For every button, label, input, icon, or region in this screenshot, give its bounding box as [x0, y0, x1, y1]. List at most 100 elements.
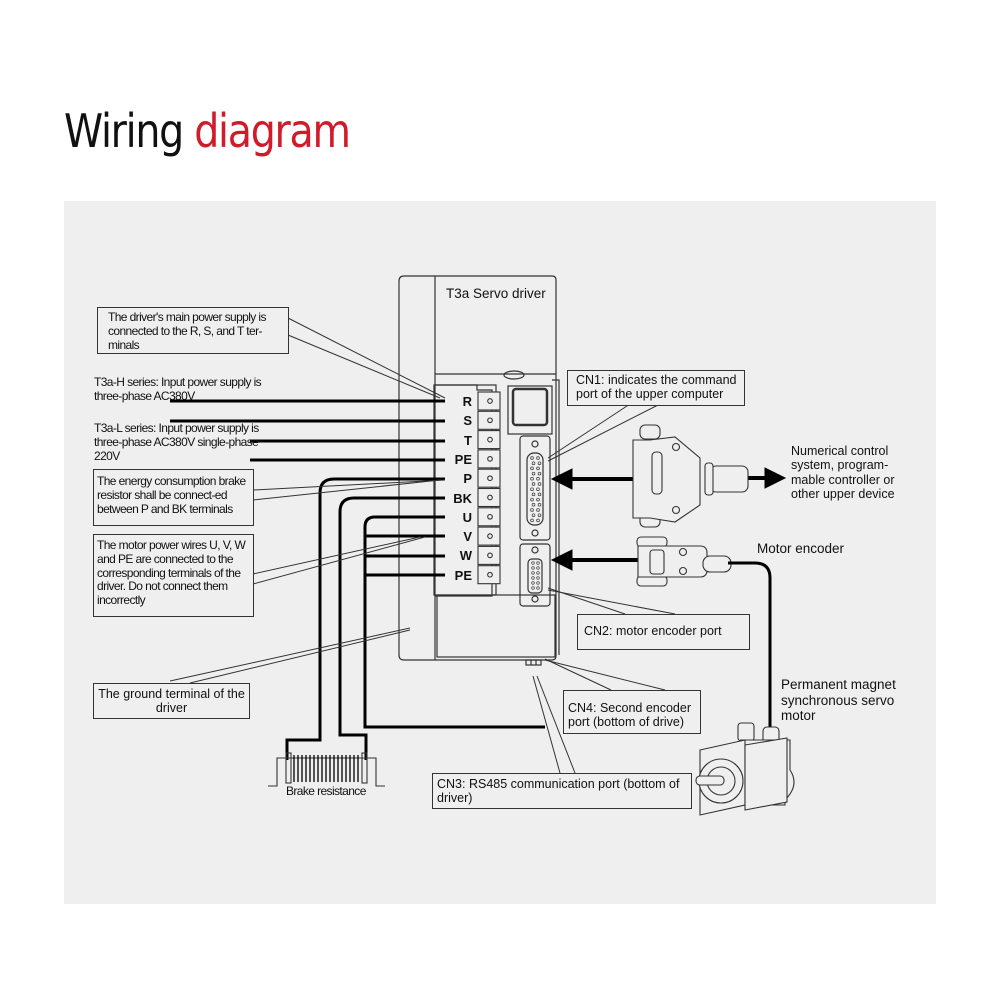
callout-cn2: CN2: motor encoder port: [577, 614, 750, 650]
leader-lines: [169, 317, 676, 774]
driver-name: T3a Servo driver: [446, 286, 546, 301]
cn1-pin: [531, 461, 536, 465]
cn1-pin: [537, 513, 542, 517]
encoder-cable: [728, 561, 772, 735]
cn1-pin: [536, 466, 540, 471]
callout-motor-wires: The motor power wires U, V, W and PE are…: [93, 534, 254, 617]
callout-cn1: CN1: indicates the command port of the u…: [567, 370, 745, 406]
cn2-pin: [536, 566, 540, 570]
cn2-port: [527, 558, 543, 594]
motor-label: Permanent magnet synchronous servo motor: [781, 677, 896, 724]
cn2-pin: [531, 581, 535, 585]
cn1-pin: [537, 482, 542, 486]
cn1-pin: [530, 456, 534, 460]
cn2-pin: [531, 586, 535, 590]
cn1-pin: [530, 466, 534, 471]
terminal-label: U: [462, 509, 472, 525]
cn1-port: [526, 452, 544, 526]
brake-resistance-label: Brake resistance: [286, 784, 366, 798]
cn2-pin: [536, 586, 540, 590]
cn1-pin: [530, 477, 534, 481]
cn1-pin: [536, 487, 540, 491]
cn2-port-frame: [519, 543, 551, 607]
cn1-pin: [530, 487, 534, 491]
callout-ground: The ground terminal of the driver: [93, 683, 250, 719]
wire-p: [285, 477, 445, 760]
terminal-label: W: [459, 548, 472, 564]
terminal-label: V: [463, 529, 472, 545]
cn2-pin: [536, 561, 540, 565]
cn1-pin: [531, 503, 536, 507]
cn2-pin: [536, 576, 540, 580]
power-wires: [170, 399, 545, 760]
terminal-screw-icon: [487, 398, 493, 404]
terminal-label: BK: [453, 490, 472, 506]
servo-driver-body: [398, 275, 557, 661]
terminal-screw-icon: [487, 475, 493, 482]
cn1-pin: [531, 471, 536, 476]
cn1-port-frame: [519, 435, 551, 541]
terminal-screw-icon: [487, 417, 493, 424]
driver-indicator-led: [503, 370, 525, 380]
cn1-pin: [536, 497, 540, 502]
cn2-pin: [531, 566, 535, 570]
motor-encoder-label: Motor encoder: [757, 541, 845, 556]
terminal-screw-icon: [487, 533, 493, 539]
terminal-screw-icon: [487, 552, 493, 559]
display-window-frame: [507, 385, 553, 435]
cn1-pin: [537, 461, 542, 465]
arrow-to-cn1: [550, 468, 573, 490]
arrow-to-upper-device: [764, 467, 787, 489]
terminal-screw-icon: [487, 513, 493, 520]
callout-main-power: The driver's main power supply is connec…: [97, 307, 289, 354]
cn2-pin: [536, 581, 540, 585]
cn1-pin: [531, 482, 536, 486]
terminal-label: T: [464, 432, 472, 448]
wire-u-to-motor: [363, 515, 545, 729]
terminal-label: R: [462, 394, 472, 409]
cn3-cn4-bottom-ports: [525, 659, 542, 666]
db25-connector: [632, 424, 749, 528]
cn2-pin: [531, 576, 535, 580]
cn1-pin: [537, 471, 542, 476]
cn1-pin: [531, 492, 536, 497]
terminal-label: PE: [454, 451, 472, 467]
page-title: Wiring diagram: [64, 104, 351, 158]
terminal-label: P: [463, 471, 472, 487]
servo-motor: [695, 722, 795, 816]
cn1-pin: [530, 508, 534, 512]
cn2-pin: [531, 571, 535, 575]
db9-connector: [636, 536, 732, 587]
cn1-pin: [537, 492, 542, 497]
title-word-wiring: Wiring: [64, 104, 184, 158]
callout-t3a-h: T3a-H series: Input power supply is thre…: [94, 375, 262, 403]
terminal-screw-icon: [487, 436, 493, 443]
arrows: [550, 467, 787, 571]
cn2-pin: [531, 561, 535, 565]
cn1-pin: [530, 518, 534, 523]
cn1-pin: [536, 456, 540, 460]
cn1-pin: [537, 503, 542, 507]
driver-lower-panel: [436, 594, 556, 658]
callout-t3a-l: T3a-L series: Input power supply is thre…: [94, 421, 259, 463]
cn1-pin: [536, 508, 540, 512]
terminal-label: PE: [454, 567, 472, 583]
wire-bk: [338, 496, 445, 760]
cn2-pin: [536, 571, 540, 575]
driver-display-window: [511, 387, 549, 427]
callout-cn4: CN4: Second encoder port (bottom of driv…: [563, 690, 701, 734]
terminal-screw-icon: [487, 571, 493, 578]
upper-device-label: Numerical control system, program-mable …: [791, 444, 895, 502]
callout-brake: The energy consumption brake resistor sh…: [93, 469, 254, 526]
cn1-pin: [536, 477, 540, 481]
cn1-pin: [531, 513, 536, 517]
callout-cn3: CN3: RS485 communication port (bottom of…: [432, 773, 692, 809]
terminal-screw-icon: [487, 456, 493, 462]
arrow-to-cn2: [550, 549, 573, 571]
title-word-diagram: diagram: [194, 104, 351, 158]
cn1-pin: [536, 518, 540, 523]
cn1-pin: [530, 497, 534, 502]
terminal-label: S: [463, 413, 472, 429]
terminal-screw-icon: [487, 494, 493, 501]
